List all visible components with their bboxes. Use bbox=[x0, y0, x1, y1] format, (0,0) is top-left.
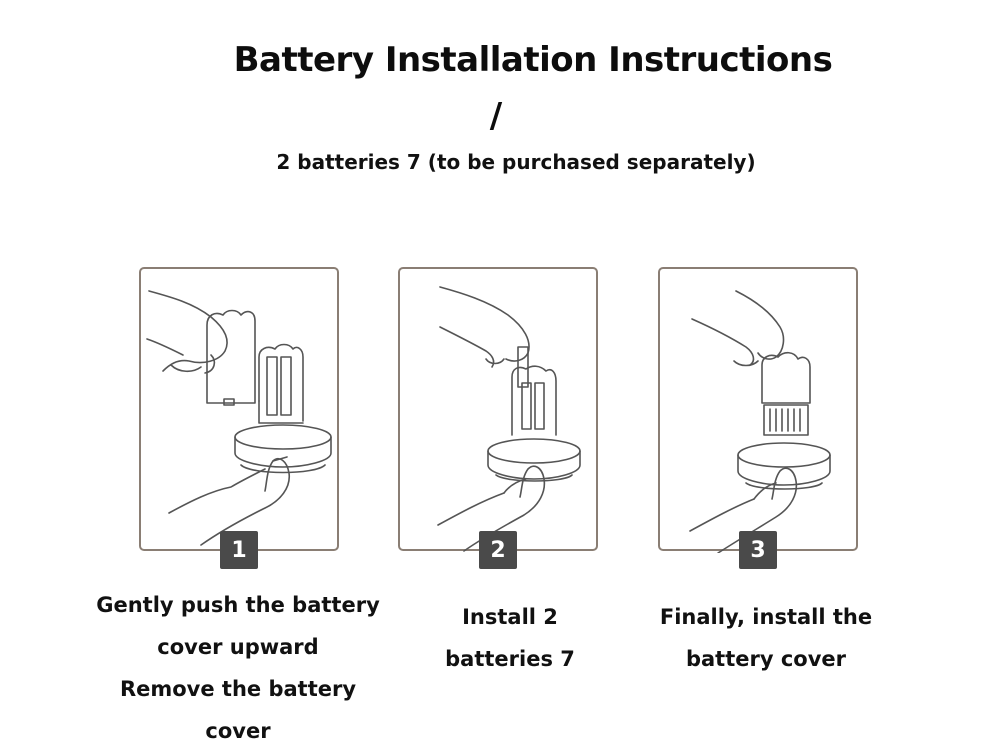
step-1-caption-line: Remove the battery bbox=[119, 677, 357, 701]
step-2-panel bbox=[398, 267, 598, 552]
step-3-caption-line: battery cover bbox=[685, 647, 847, 671]
step-3-caption-line: Finally, install the bbox=[659, 605, 873, 629]
step-2-caption: Install 2 batteries 7 bbox=[410, 596, 610, 680]
step-1-caption-line: cover bbox=[205, 719, 271, 743]
step-2-badge: 2 bbox=[479, 531, 517, 569]
page-title: Battery Installation Instructions bbox=[233, 40, 833, 80]
step-1-badge: 1 bbox=[220, 531, 258, 569]
step-1-caption-line: cover upward bbox=[157, 635, 319, 659]
step-3-badge: 3 bbox=[739, 531, 777, 569]
step-3-caption: Finally, install the battery cover bbox=[640, 596, 892, 680]
step-2-illustration bbox=[437, 286, 581, 552]
title-separator: / bbox=[489, 96, 503, 136]
step-1-caption: Gently push the battery cover upward Rem… bbox=[88, 584, 388, 752]
step-2-caption-line: batteries 7 bbox=[445, 647, 575, 671]
step-3-illustration bbox=[689, 290, 831, 553]
page-subtitle: 2 batteries 7 (to be purchased separatel… bbox=[276, 150, 756, 174]
step-1-panel bbox=[139, 267, 339, 551]
step-1-illustration bbox=[146, 290, 332, 546]
step-3-panel bbox=[658, 267, 858, 553]
step-1-caption-line: Gently push the battery bbox=[96, 593, 380, 617]
step-2-caption-line: Install 2 bbox=[462, 605, 558, 629]
